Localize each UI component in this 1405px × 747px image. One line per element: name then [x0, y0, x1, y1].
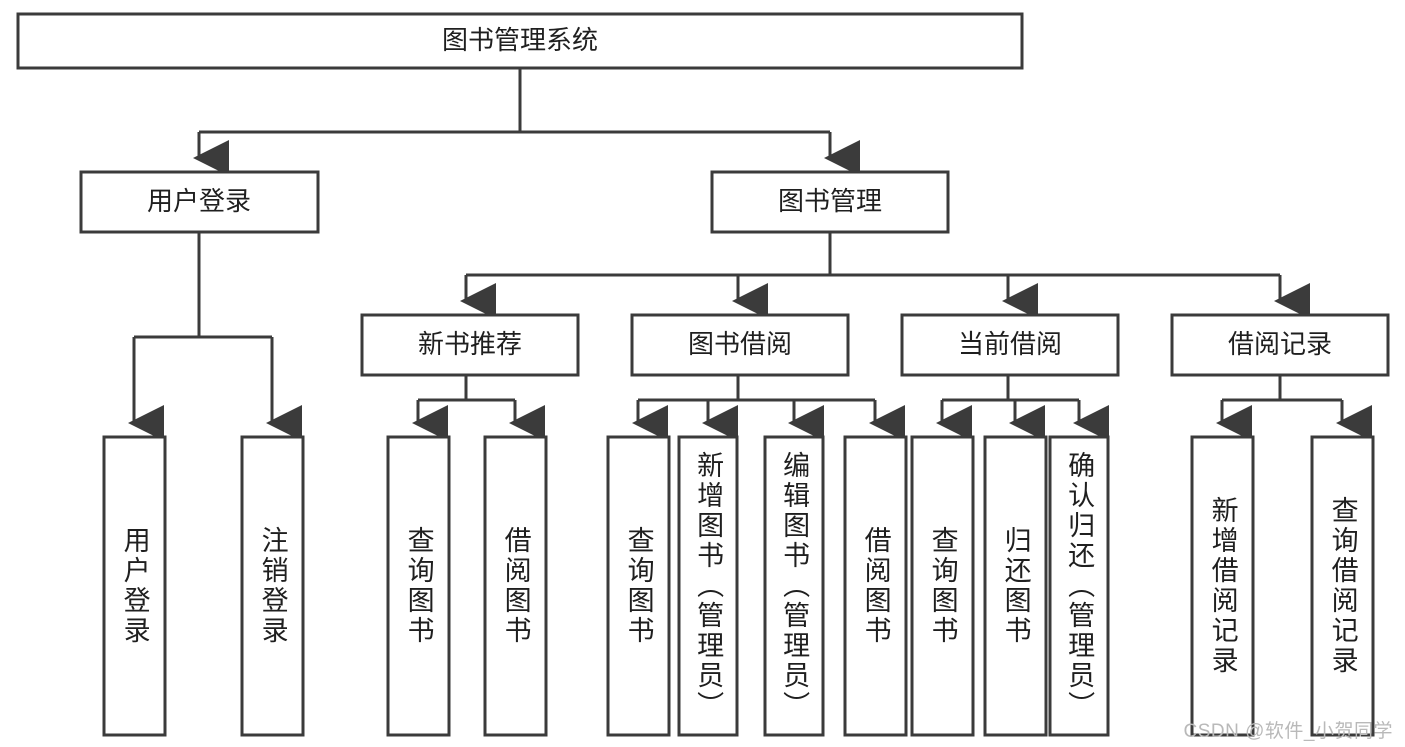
leaf-query-record-box[interactable]: [1310, 435, 1375, 737]
leaf-borrow-book-box[interactable]: [843, 435, 908, 737]
node-user-login-label: 用户登录: [147, 186, 251, 216]
leaf-return-book-box[interactable]: [983, 435, 1048, 737]
leaf-confirm-return-box[interactable]: [1048, 435, 1110, 737]
node-new-book-rec[interactable]: 新书推荐: [360, 313, 580, 377]
leaf-query-book-rec-box[interactable]: [386, 435, 451, 737]
connector-group-book-borrow: [632, 375, 905, 441]
leaf-edit-book-box[interactable]: [763, 435, 825, 737]
node-book-manage[interactable]: 图书管理: [710, 170, 950, 234]
node-borrow-record[interactable]: 借阅记录: [1170, 313, 1390, 377]
leaf-query-book-current-box[interactable]: [910, 435, 975, 737]
watermark-text: CSDN @软件_小贺同学: [1183, 721, 1393, 742]
node-current-borrow-label: 当前借阅: [958, 329, 1062, 359]
connector-group-book-manage: [460, 232, 1310, 319]
node-borrow-record-box[interactable]: [1170, 313, 1390, 377]
connector-group-borrow-record: [1216, 375, 1372, 441]
connector-group-root: [193, 68, 860, 176]
connector-group-new-book-rec: [412, 375, 545, 441]
node-new-book-rec-box[interactable]: [360, 313, 580, 377]
leaf-user-login-box[interactable]: [102, 435, 167, 737]
connector-group-user-login: [128, 232, 302, 441]
leaf-borrow-book-rec-box[interactable]: [483, 435, 548, 737]
node-new-book-rec-label: 新书推荐: [418, 329, 522, 359]
node-current-borrow[interactable]: 当前借阅: [900, 313, 1120, 377]
node-book-borrow-box[interactable]: [630, 313, 850, 377]
leaf-boxes-group: [102, 435, 1375, 737]
leaf-logout-box[interactable]: [240, 435, 305, 737]
node-user-login-box[interactable]: [79, 170, 320, 234]
node-borrow-record-label: 借阅记录: [1228, 329, 1332, 359]
node-book-manage-box[interactable]: [710, 170, 950, 234]
node-book-borrow-label: 图书借阅: [688, 329, 792, 359]
connector-group-current-borrow: [936, 375, 1109, 441]
node-root-box[interactable]: [16, 12, 1024, 70]
leaf-add-record-box[interactable]: [1190, 435, 1255, 737]
node-book-manage-label: 图书管理: [778, 186, 882, 216]
node-current-borrow-box[interactable]: [900, 313, 1120, 377]
leaf-query-book-borrow-box[interactable]: [606, 435, 671, 737]
node-root-label: 图书管理系统: [442, 25, 598, 55]
node-root[interactable]: 图书管理系统: [16, 12, 1024, 70]
node-book-borrow[interactable]: 图书借阅: [630, 313, 850, 377]
node-user-login[interactable]: 用户登录: [79, 170, 320, 234]
leaf-add-book-box[interactable]: [677, 435, 739, 737]
